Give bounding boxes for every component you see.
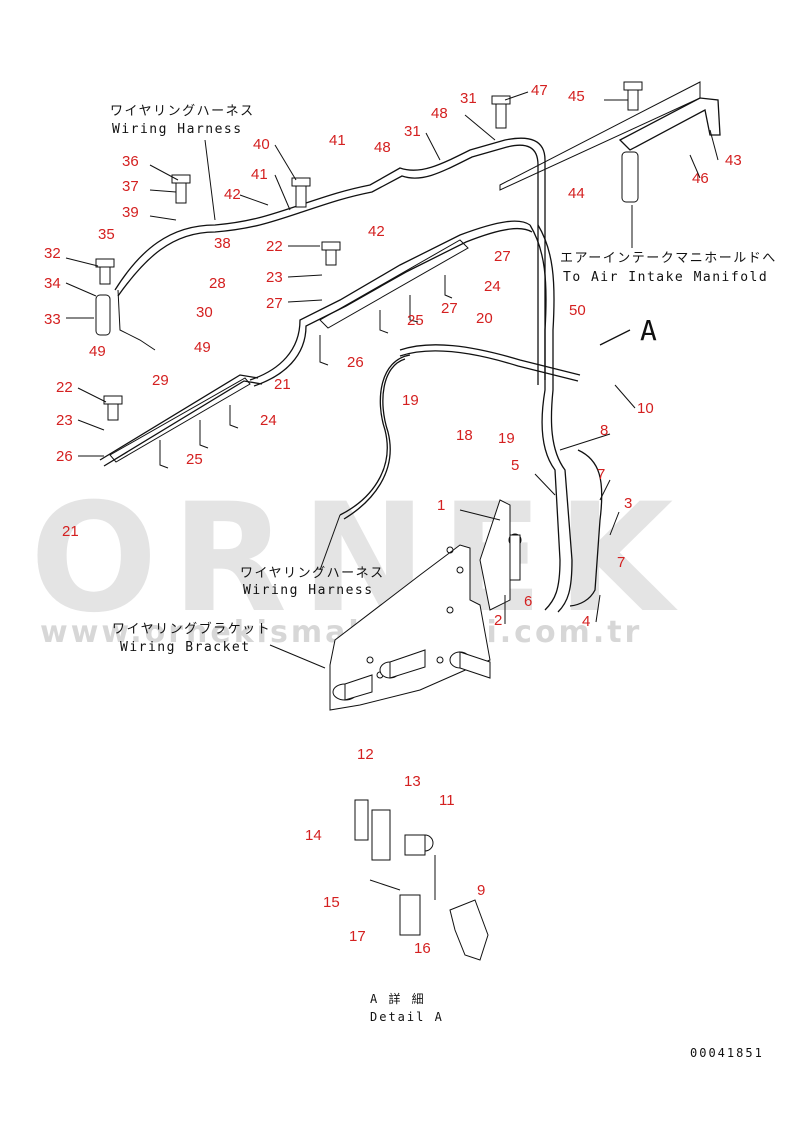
- callout-27b: 27: [441, 300, 458, 317]
- callout-7b: 7: [617, 554, 625, 571]
- watermark: ORNEK www.ornekismakinalari.com.tr: [30, 472, 687, 650]
- callout-46: 46: [692, 170, 709, 187]
- callout-47: 47: [531, 82, 548, 99]
- callout-42a: 42: [224, 186, 241, 203]
- callout-48b: 48: [374, 139, 391, 156]
- callout-21a: 21: [274, 376, 291, 393]
- callout-25b: 25: [186, 451, 203, 468]
- callout-1: 1: [437, 497, 445, 514]
- callout-26a: 26: [347, 354, 364, 371]
- label-wiring-harness-mid-jp: ワイヤリングハーネス: [240, 566, 385, 581]
- label-detail-en: Detail A: [370, 1010, 444, 1024]
- callout-28: 28: [209, 275, 226, 292]
- watermark-brand: ORNEK: [30, 472, 687, 646]
- label-drawing-number: 00041851: [690, 1046, 764, 1060]
- label-wiring-bracket-jp: ワイヤリングブラケット: [112, 621, 271, 637]
- harness-drawing: [95, 81, 721, 961]
- callout-18: 18: [456, 427, 473, 444]
- label-air-intake-en: To Air Intake Manifold: [563, 270, 768, 285]
- callout-9: 9: [477, 882, 485, 899]
- callout-12: 12: [357, 746, 374, 763]
- callout-16: 16: [414, 940, 431, 957]
- callout-30: 30: [196, 304, 213, 321]
- callout-27a: 27: [494, 248, 511, 265]
- callout-41b: 41: [251, 166, 268, 183]
- callout-31b: 31: [404, 123, 421, 140]
- callout-50: 50: [569, 302, 586, 319]
- label-detail-jp: A 詳 細: [370, 991, 426, 1006]
- callout-19a: 19: [402, 392, 419, 409]
- callout-22b: 22: [56, 379, 73, 396]
- callout-41a: 41: [329, 132, 346, 149]
- callout-39: 39: [122, 204, 139, 221]
- callout-44: 44: [568, 185, 585, 202]
- callout-25a: 25: [407, 312, 424, 329]
- callout-13: 13: [404, 773, 421, 790]
- callout-14: 14: [305, 827, 322, 844]
- callout-33: 33: [44, 311, 61, 328]
- callout-5: 5: [511, 457, 519, 474]
- callout-27c: 27: [266, 295, 283, 312]
- callout-23b: 23: [56, 412, 73, 429]
- callout-35: 35: [98, 226, 115, 243]
- harness-labels: ワイヤリングハーネス Wiring Harness エアーインテークマニホールド…: [110, 104, 777, 1060]
- callout-32: 32: [44, 245, 61, 262]
- callout-numbers: 1 2 3 4 5 6 7 7 8 9 10 11 12 13 14 15 16…: [44, 82, 742, 957]
- callout-24b: 24: [260, 412, 277, 429]
- callout-11: 11: [439, 792, 455, 809]
- callout-43: 43: [725, 152, 742, 169]
- callout-49a: 49: [89, 343, 106, 360]
- callout-19b: 19: [498, 430, 515, 447]
- callout-15: 15: [323, 894, 340, 911]
- label-air-intake-jp: エアーインテークマニホールドへ: [560, 251, 777, 266]
- callout-45: 45: [568, 88, 585, 105]
- label-wiring-bracket-en: Wiring Bracket: [120, 640, 251, 655]
- callout-21b: 21: [62, 523, 79, 540]
- label-wiring-harness-top-jp: ワイヤリングハーネス: [110, 104, 255, 119]
- callout-26b: 26: [56, 448, 73, 465]
- callout-22a: 22: [266, 238, 283, 255]
- callout-24a: 24: [484, 278, 501, 295]
- callout-4: 4: [582, 613, 590, 630]
- callout-29: 29: [152, 372, 169, 389]
- callout-34: 34: [44, 275, 61, 292]
- callout-2: 2: [494, 612, 502, 629]
- callout-49b: 49: [194, 339, 211, 356]
- label-wiring-harness-top-en: Wiring Harness: [112, 122, 243, 137]
- callout-7a: 7: [597, 466, 605, 483]
- callout-20: 20: [476, 310, 493, 327]
- label-view-a: A: [640, 314, 658, 347]
- label-wiring-harness-mid-en: Wiring Harness: [243, 583, 374, 598]
- callout-36: 36: [122, 153, 139, 170]
- callout-23a: 23: [266, 269, 283, 286]
- callout-8: 8: [600, 422, 608, 439]
- leader-lines: [65, 91, 719, 624]
- callout-40: 40: [253, 136, 270, 153]
- callout-3: 3: [624, 495, 632, 512]
- callout-38: 38: [214, 235, 231, 252]
- callout-17: 17: [349, 928, 366, 945]
- callout-37: 37: [122, 178, 139, 195]
- callout-10: 10: [637, 400, 654, 417]
- callout-6: 6: [524, 593, 532, 610]
- callout-42b: 42: [368, 223, 385, 240]
- callout-31a: 31: [460, 90, 477, 107]
- callout-48a: 48: [431, 105, 448, 122]
